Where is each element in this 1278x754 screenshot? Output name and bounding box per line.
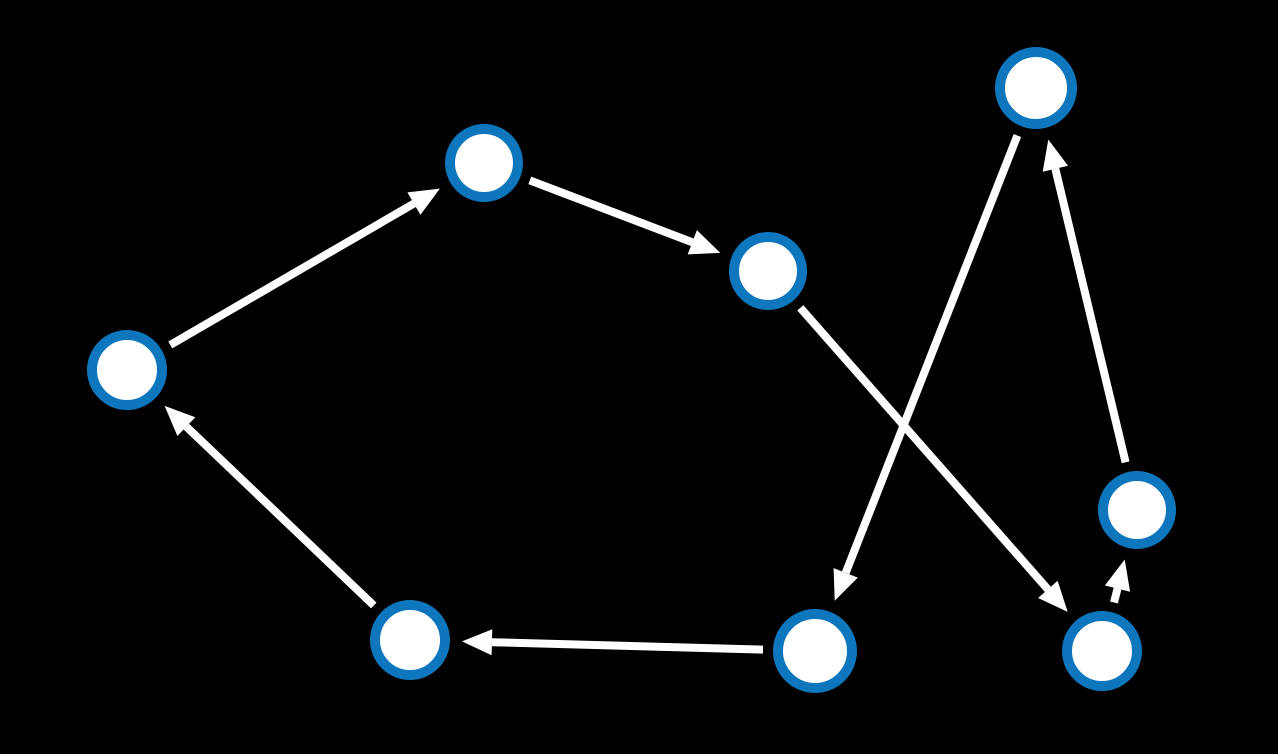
graph-node-top-middle-node [445,124,523,202]
edge-line [841,134,1022,575]
arrowhead-icon [1042,139,1068,172]
edge-n1-n7 [833,134,1022,601]
edge-n3-n8 [797,305,1068,612]
graph-node-left-node [87,330,167,410]
graph-node-bottom-middle-node [773,609,857,693]
edge-line [1110,587,1122,604]
arrowhead-icon [407,188,440,215]
edge-line [1051,167,1130,464]
edge-n5-n1 [1042,139,1130,464]
edge-n8-n5 [1104,559,1131,604]
arrowhead-icon [687,230,721,255]
edge-line [168,200,416,349]
edge-line [491,638,764,654]
arrowhead-icon [1038,580,1068,612]
edge-n4-n2 [168,188,440,349]
graph-node-bottom-left-node [370,600,450,680]
edge-n2-n3 [528,176,721,255]
arrowhead-icon [833,568,858,601]
edge-n7-n6 [462,629,764,656]
graph-node-right-node [1098,471,1176,549]
edge-line [183,423,377,609]
graph-node-top-right-node [995,47,1077,129]
arrowhead-icon [462,629,493,656]
graph-node-middle-node [729,232,807,310]
arrowhead-icon [164,405,196,436]
edge-line [797,305,1051,593]
edge-n6-n4 [164,405,377,609]
edge-line [528,176,694,246]
graph-node-bottom-right-node [1062,611,1142,691]
arrowhead-icon [1104,559,1131,592]
